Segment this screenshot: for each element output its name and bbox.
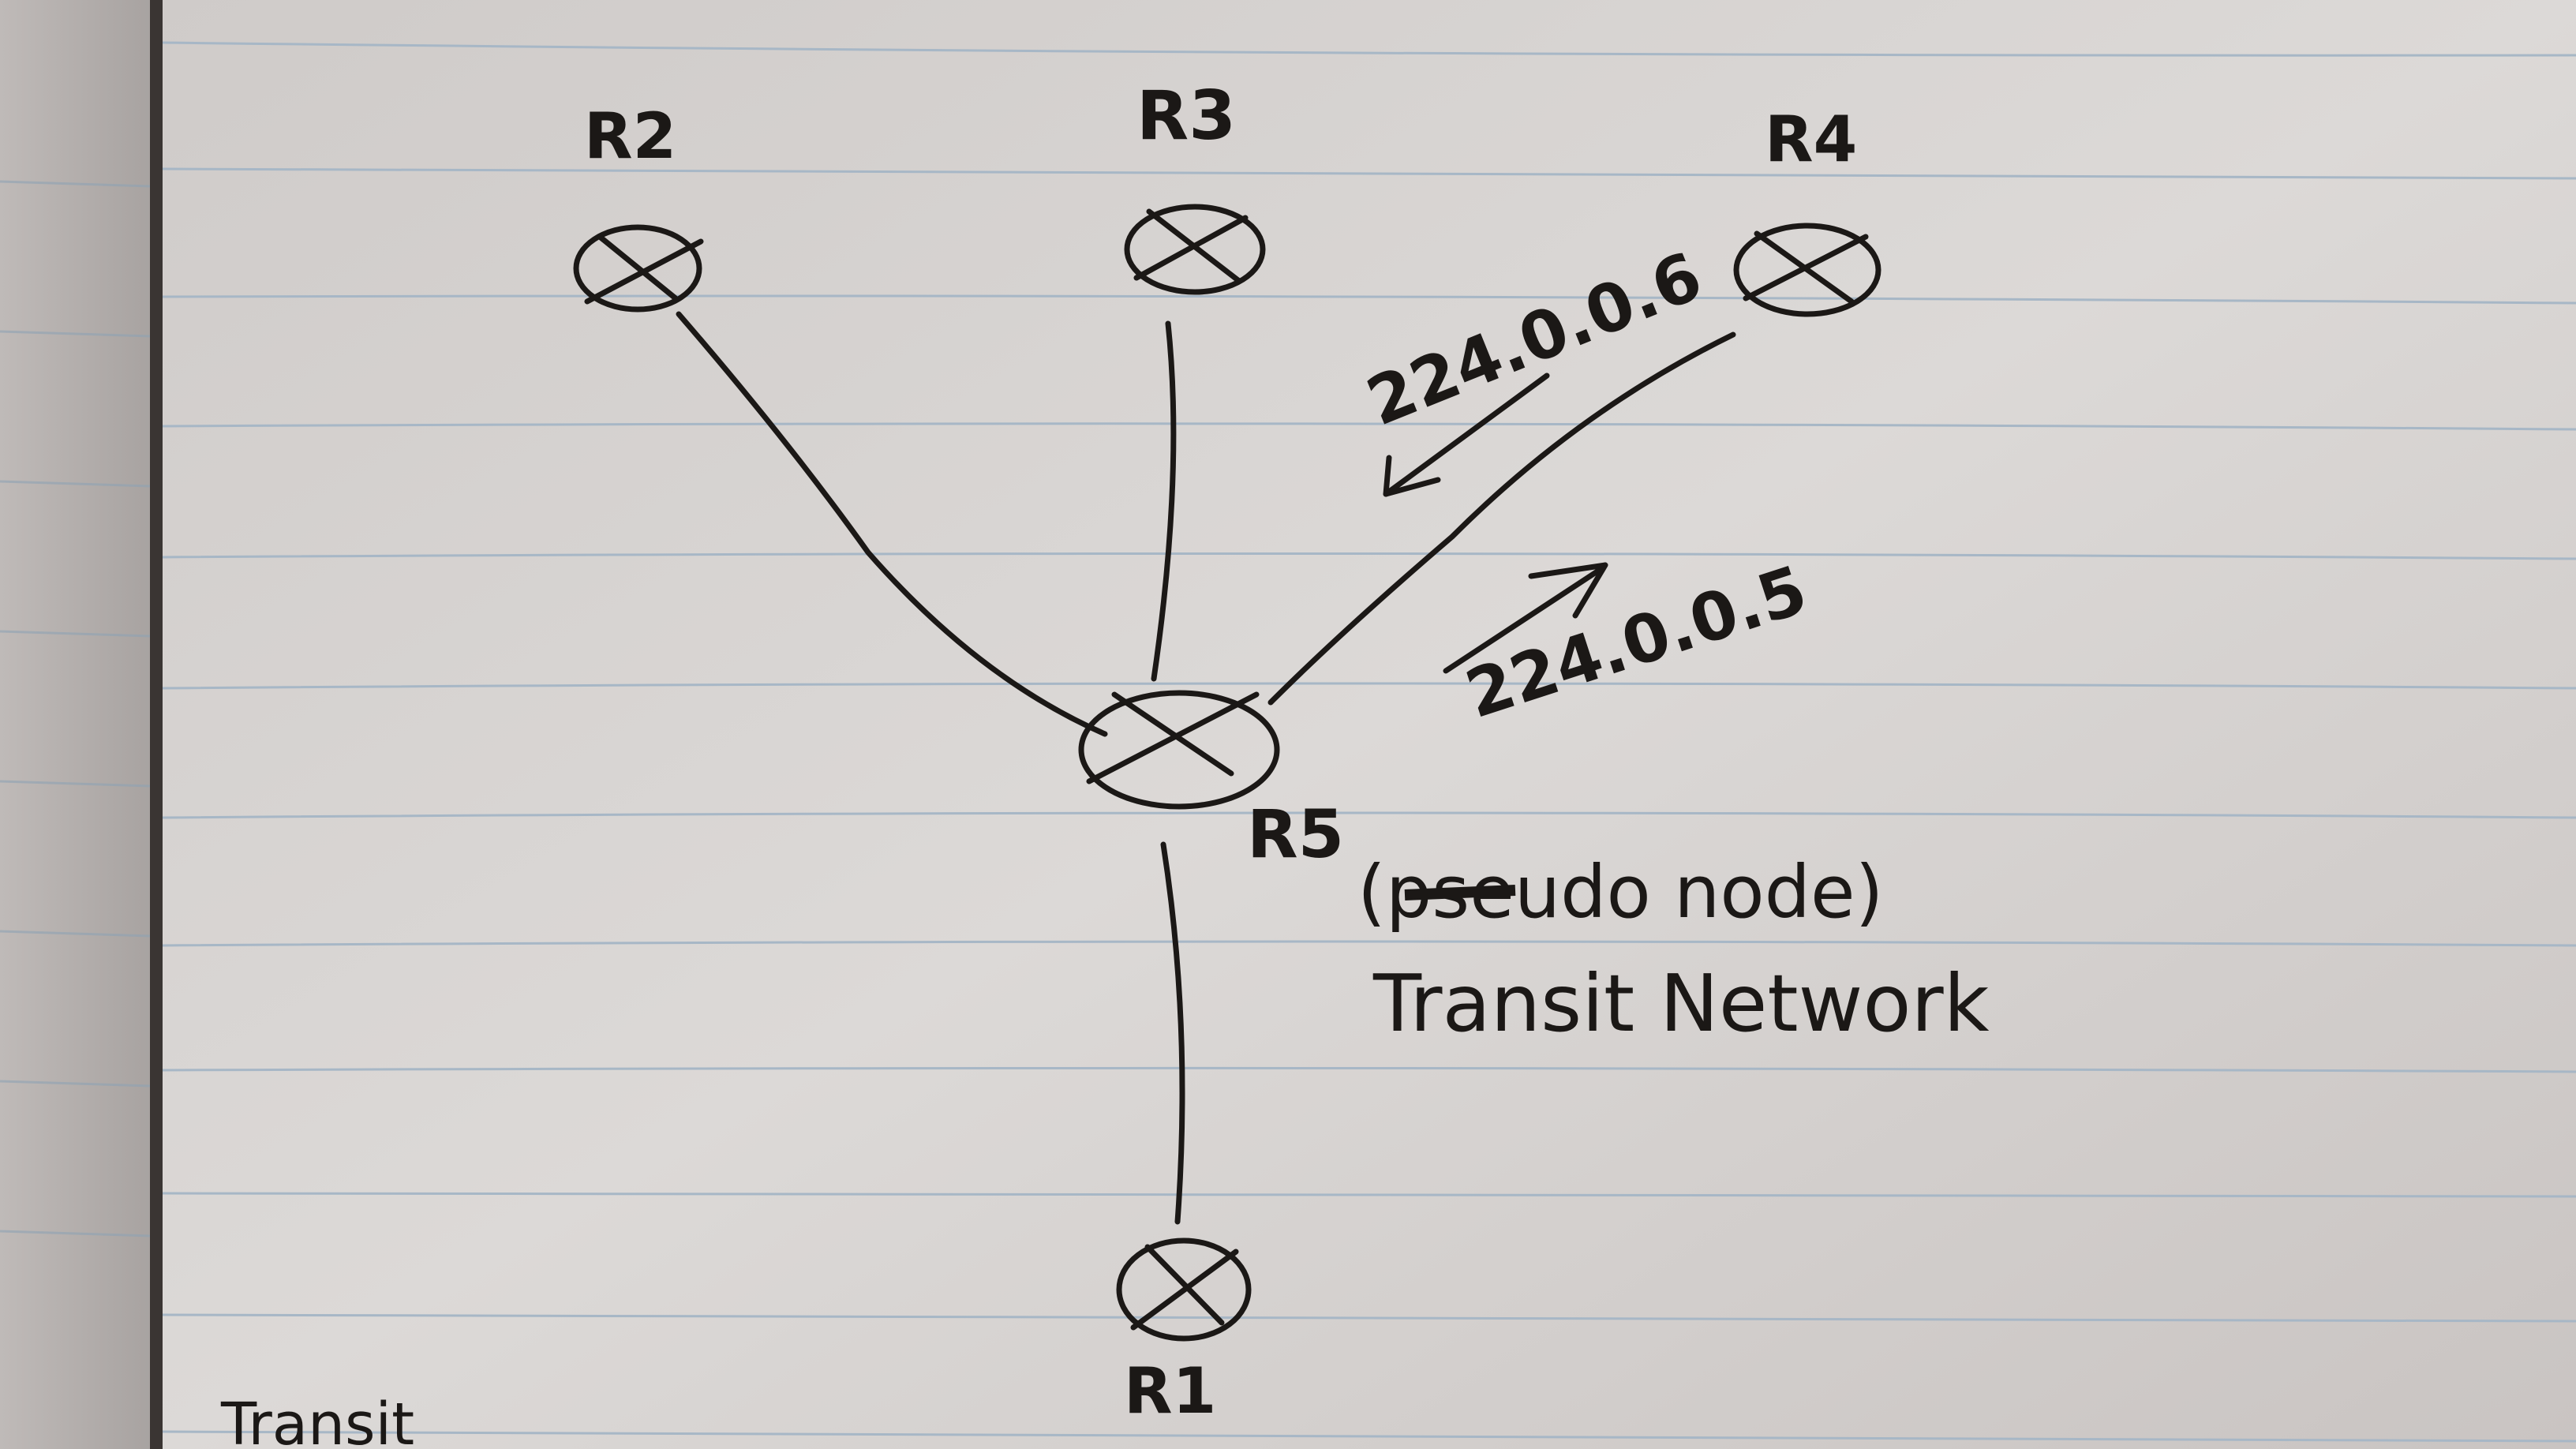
link-r3-r5 <box>1151 320 1177 682</box>
router-label-r3: R3 <box>1136 77 1236 155</box>
router-label-r1: R1 <box>1124 1354 1216 1428</box>
left-page-rules <box>0 180 151 1237</box>
router-r3-icon <box>1124 204 1266 295</box>
router-r4-icon <box>1733 223 1881 317</box>
arrow-down-shaft <box>1383 373 1550 497</box>
left-page <box>0 0 150 1449</box>
multicast-arrows <box>1383 373 1608 674</box>
router-r2-icon <box>573 224 704 313</box>
scribble-strikeout <box>1404 885 1516 900</box>
arrow-up-shaft <box>1443 565 1605 674</box>
router-label-r2: R2 <box>584 99 676 173</box>
link-r2-r5 <box>676 311 1108 737</box>
margin-note-transit: Transit <box>220 1391 414 1449</box>
routers <box>573 204 1881 1342</box>
link-r5-r1 <box>1160 841 1185 1225</box>
router-r1-icon <box>1116 1237 1252 1342</box>
router-label-r5: R5 <box>1247 796 1344 873</box>
router-r5-icon <box>1078 690 1280 810</box>
arrow-down-head <box>1383 455 1441 497</box>
links <box>676 311 1736 1225</box>
arrow-up-head <box>1528 562 1608 619</box>
router-labels: R2 R3 R4 R5 R1 <box>584 77 1857 1428</box>
router-label-r4: R4 <box>1765 103 1857 176</box>
transit-network-label: Transit Network <box>1372 957 1990 1050</box>
notebook-page <box>163 0 2576 1449</box>
link-r4-r5 <box>1267 331 1736 706</box>
notebook-spine <box>150 0 163 1449</box>
